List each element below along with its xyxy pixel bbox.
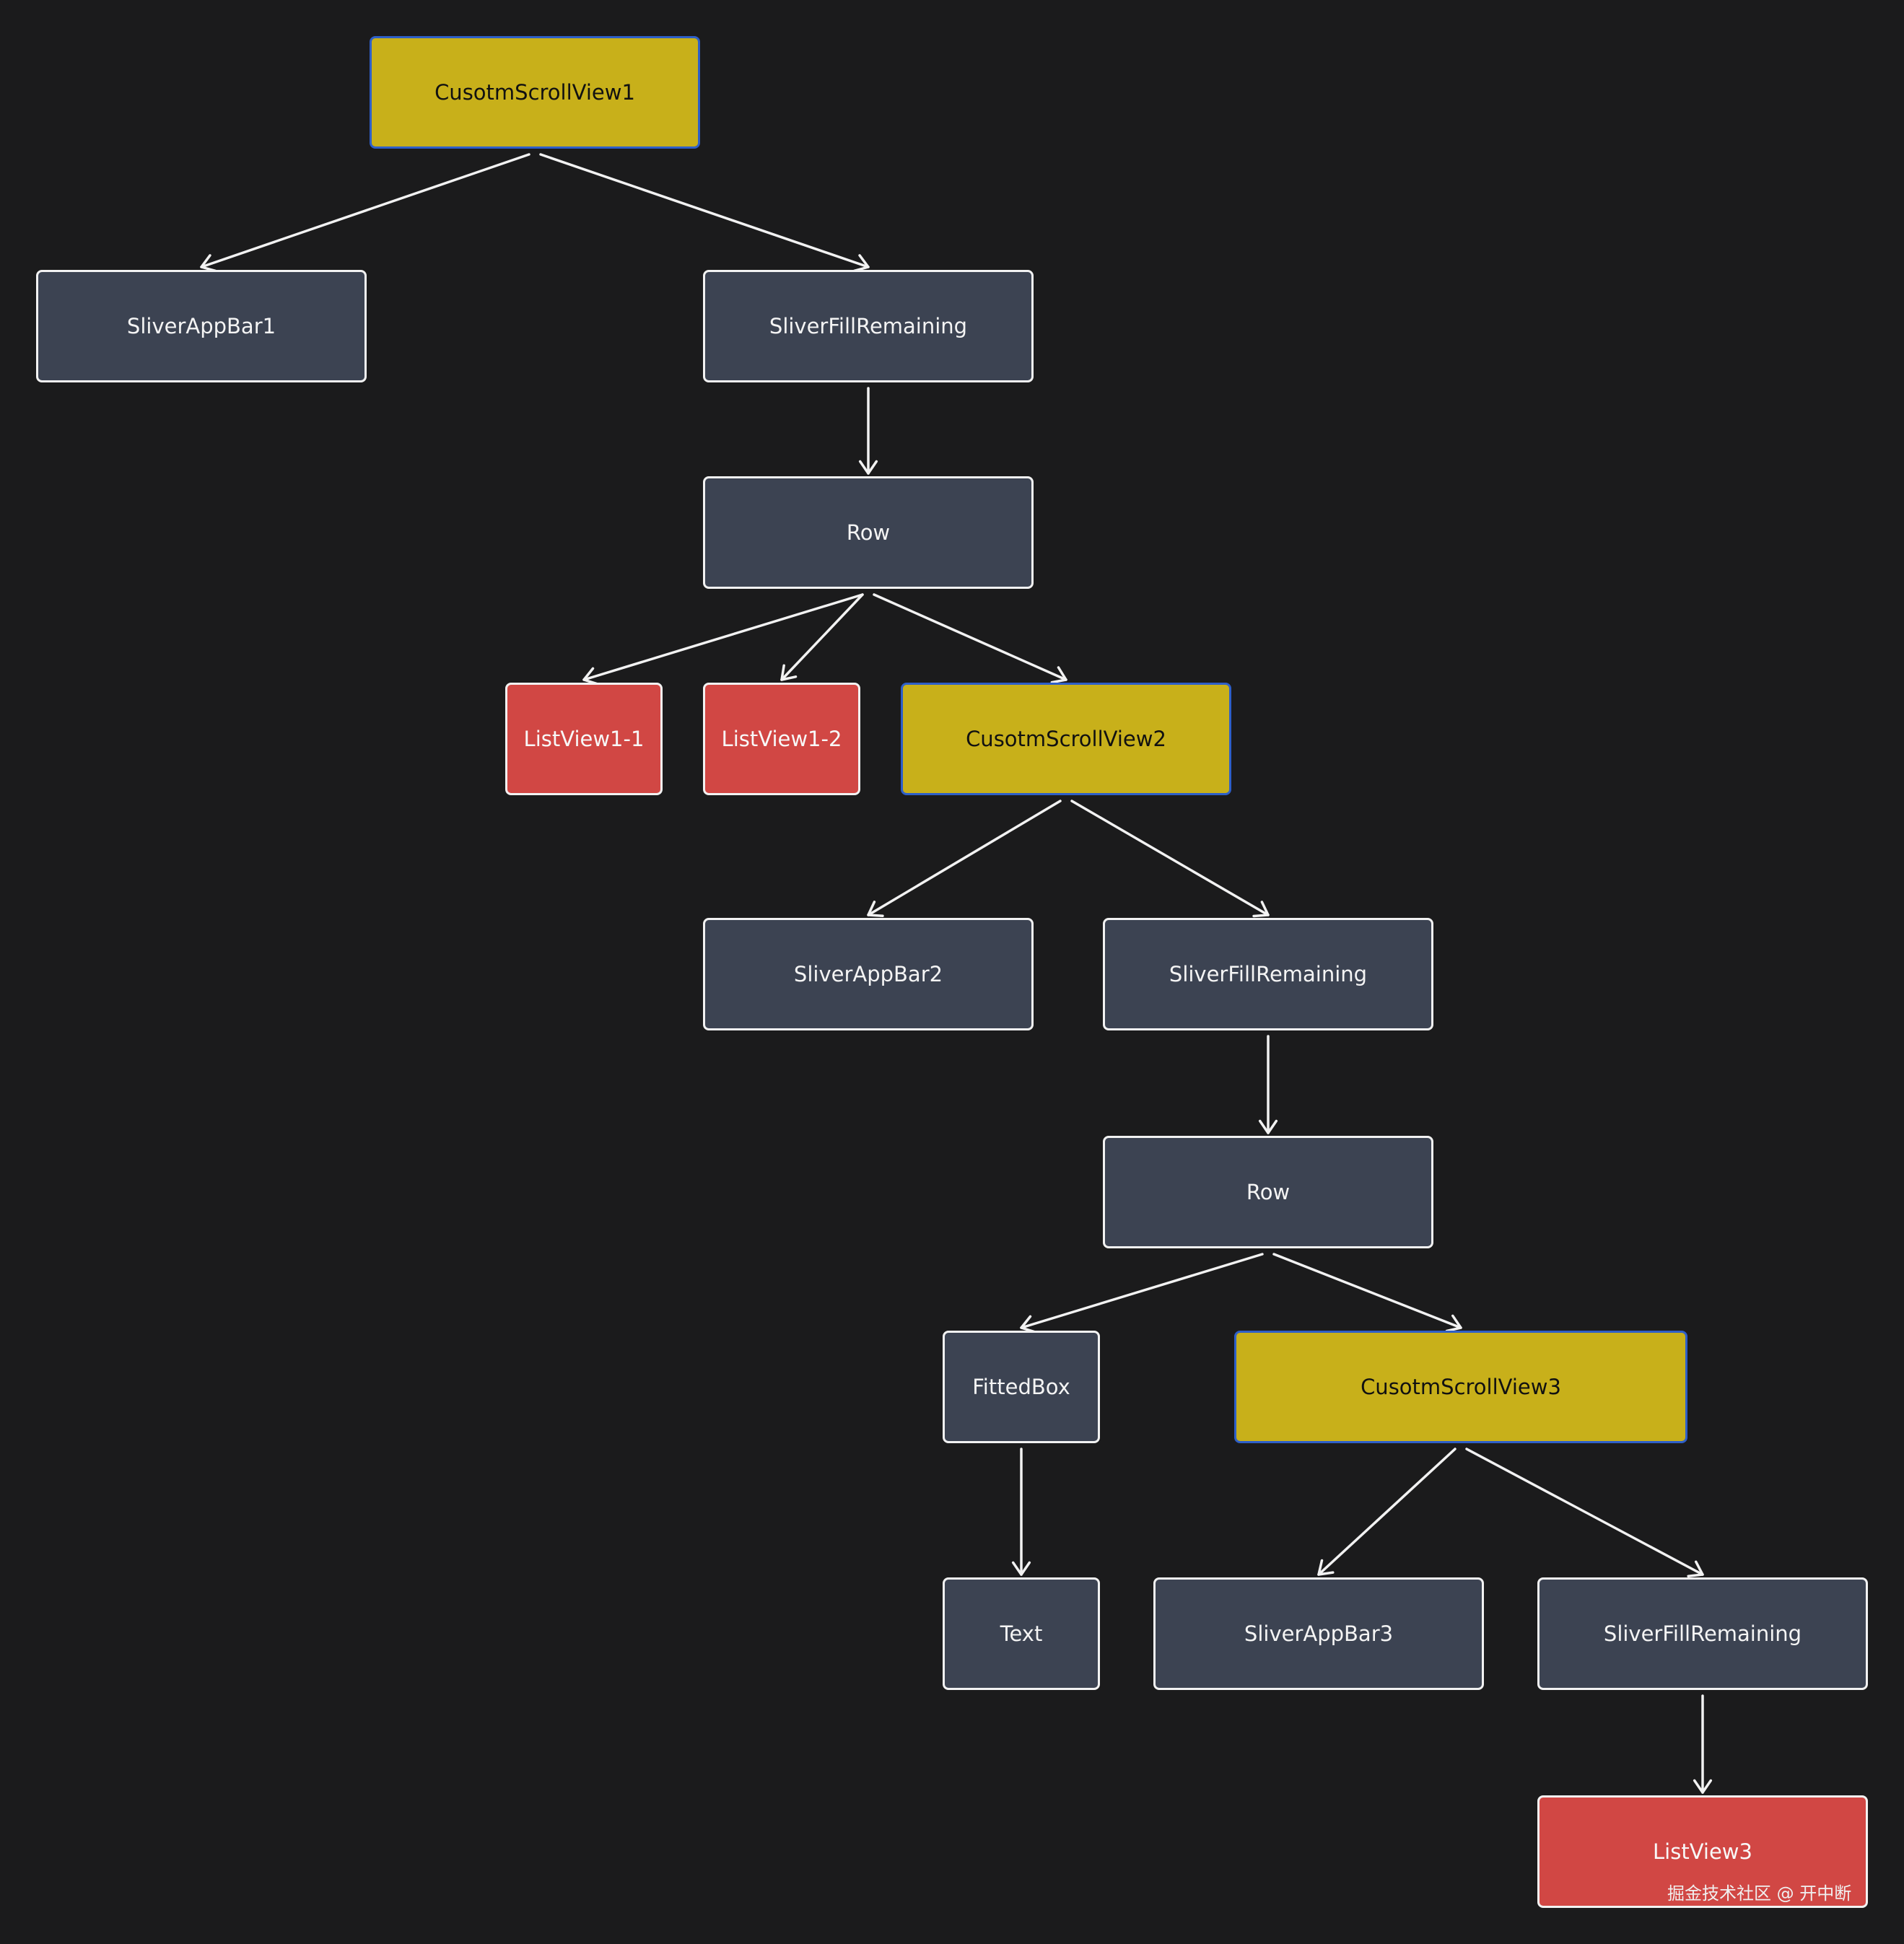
node-sliverappbar1-n2: SliverAppBar1 bbox=[36, 270, 367, 382]
node-cusotmscrollview2-n7: CusotmScrollView2 bbox=[901, 683, 1231, 795]
node-label: Row bbox=[1246, 1180, 1291, 1204]
node-text-n13: Text bbox=[943, 1577, 1100, 1690]
node-cusotmscrollview3-n12: CusotmScrollView3 bbox=[1234, 1331, 1687, 1443]
arrowhead-icon bbox=[1252, 901, 1270, 918]
node-label: SliverAppBar1 bbox=[126, 314, 276, 338]
arrowhead-icon bbox=[1687, 1560, 1704, 1577]
edge-n12-n15 bbox=[1465, 1448, 1704, 1577]
arrowhead-icon bbox=[200, 254, 217, 273]
arrowhead-icon bbox=[1258, 1119, 1278, 1134]
node-row-n10: Row bbox=[1103, 1136, 1433, 1248]
watermark-text: 掘金技术社区 @ 开中断 bbox=[1667, 1883, 1852, 1904]
edge-n3-n4 bbox=[858, 387, 878, 475]
edge-n4-n5 bbox=[582, 593, 864, 686]
node-label: SliverFillRemaining bbox=[1169, 962, 1368, 986]
node-label: Row bbox=[846, 520, 891, 545]
node-sliverfillremaining-n3: SliverFillRemaining bbox=[703, 270, 1034, 382]
node-sliverfillremaining-n9: SliverFillRemaining bbox=[1103, 918, 1433, 1030]
edge-n4-n7 bbox=[873, 593, 1067, 684]
node-label: CusotmScrollView2 bbox=[966, 727, 1166, 751]
node-sliverappbar3-n14: SliverAppBar3 bbox=[1153, 1577, 1484, 1690]
node-label: ListView3 bbox=[1653, 1839, 1752, 1864]
arrowhead-icon bbox=[858, 460, 878, 475]
arrowhead-icon bbox=[1020, 1315, 1036, 1334]
node-fittedbox-n11: FittedBox bbox=[943, 1331, 1100, 1443]
node-label: FittedBox bbox=[972, 1375, 1070, 1399]
node-label: SliverAppBar2 bbox=[793, 962, 943, 986]
node-listview3-n16: ListView3 bbox=[1537, 1795, 1868, 1908]
edge-n10-n11 bbox=[1020, 1253, 1264, 1334]
arrowhead-icon bbox=[582, 667, 599, 686]
node-label: CusotmScrollView1 bbox=[434, 80, 635, 105]
arrowhead-icon bbox=[1445, 1314, 1462, 1333]
node-listview1-1-n5: ListView1-1 bbox=[505, 683, 663, 795]
arrowhead-icon bbox=[1011, 1561, 1031, 1576]
node-label: SliverAppBar3 bbox=[1244, 1621, 1394, 1646]
edge-n11-n13 bbox=[1011, 1448, 1031, 1576]
edge-n7-n8 bbox=[867, 800, 1062, 918]
node-cusotmscrollview1-n1: CusotmScrollView1 bbox=[370, 36, 700, 149]
edge-n1-n2 bbox=[200, 153, 530, 273]
edge-n1-n3 bbox=[539, 153, 870, 273]
arrowhead-icon bbox=[1317, 1559, 1335, 1576]
node-listview1-2-n6: ListView1-2 bbox=[703, 683, 860, 795]
arrowhead-icon bbox=[852, 254, 870, 273]
arrowhead-icon bbox=[1050, 666, 1067, 684]
edge-n7-n9 bbox=[1070, 800, 1270, 918]
edge-n9-n10 bbox=[1258, 1035, 1278, 1134]
edge-n4-n6 bbox=[780, 593, 864, 681]
node-label: Text bbox=[1000, 1621, 1043, 1646]
edge-n12-n14 bbox=[1317, 1448, 1457, 1576]
edge-n10-n12 bbox=[1272, 1253, 1462, 1333]
edge-n15-n16 bbox=[1693, 1694, 1713, 1794]
arrowhead-icon bbox=[1693, 1779, 1713, 1794]
arrowhead-icon bbox=[867, 901, 884, 918]
node-label: CusotmScrollView3 bbox=[1361, 1375, 1561, 1399]
node-sliverappbar2-n8: SliverAppBar2 bbox=[703, 918, 1034, 1030]
node-label: ListView1-2 bbox=[721, 727, 842, 751]
arrowhead-icon bbox=[780, 664, 798, 681]
node-label: SliverFillRemaining bbox=[769, 314, 968, 338]
node-row-n4: Row bbox=[703, 476, 1034, 589]
node-sliverfillremaining-n15: SliverFillRemaining bbox=[1537, 1577, 1868, 1690]
node-label: SliverFillRemaining bbox=[1603, 1621, 1802, 1646]
node-label: ListView1-1 bbox=[523, 727, 645, 751]
